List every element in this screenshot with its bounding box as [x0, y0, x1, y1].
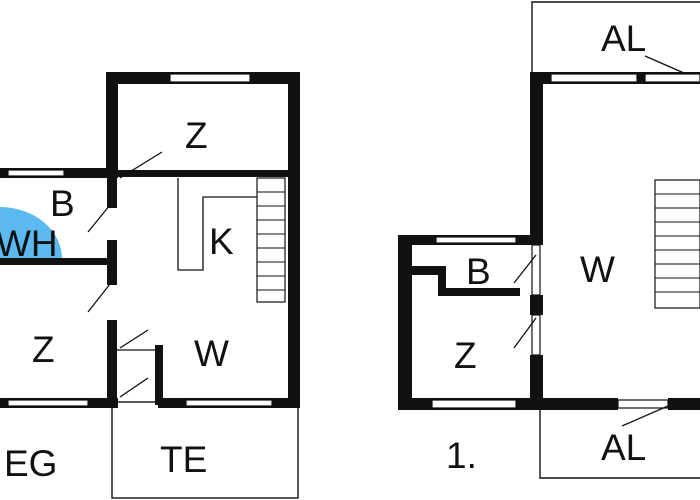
label-living-1: W	[580, 249, 615, 290]
wall-inner-c	[107, 320, 117, 408]
label-bath-1: B	[466, 251, 491, 292]
window-bath-1	[435, 236, 517, 244]
ground-floor-plan: Z B WH K Z W TE EG	[0, 72, 300, 499]
window-bedroom-1	[431, 399, 517, 409]
wall-living-left	[155, 345, 163, 405]
kitchen-counter	[177, 178, 258, 271]
label-bath: B	[50, 183, 75, 224]
door-bedroom	[119, 151, 163, 179]
door-living	[119, 329, 149, 349]
stairs-ground	[256, 177, 286, 303]
window-living-top	[550, 73, 638, 83]
label-balcony-bottom: AL	[601, 427, 646, 468]
label-ground-floor: EG	[4, 443, 57, 484]
door-terrace	[119, 377, 149, 398]
label-kitchen: K	[209, 221, 234, 262]
wall-left-upper	[106, 72, 118, 176]
stairs-first	[654, 179, 700, 309]
label-bedroom-1: Z	[454, 335, 477, 376]
label-bedroom-left: Z	[32, 329, 55, 370]
window-bedroom	[169, 73, 251, 83]
window-living	[185, 399, 273, 407]
window-bedroom-left	[7, 399, 89, 407]
door-balcony-bottom	[621, 405, 669, 427]
window-balcony-door	[644, 73, 700, 83]
wall-bottom-1b	[668, 398, 700, 410]
label-living: W	[194, 333, 229, 374]
door-bedroom-1	[513, 317, 537, 349]
window-balcony-bottom	[617, 399, 669, 409]
hall-highlight	[0, 207, 62, 259]
wall-ext-left	[398, 235, 412, 410]
wall-inner-a	[107, 178, 117, 208]
door-opening-bedroom	[531, 314, 541, 356]
wall-bath-divider-a	[412, 267, 446, 275]
door-opening-bath	[531, 244, 541, 296]
balcony-top-outline	[531, 1, 700, 74]
wall-right	[288, 72, 300, 408]
wall-bedroom-bottom	[118, 170, 288, 177]
wall-left-upper-1	[530, 72, 543, 238]
door-bedroom-left	[87, 283, 111, 313]
label-balcony-top: AL	[601, 18, 646, 59]
first-floor-plan: AL W B Z AL 1.	[398, 1, 700, 479]
label-first-floor: 1.	[446, 435, 477, 476]
window-bath	[7, 169, 65, 177]
door-bath-1	[513, 254, 537, 284]
wall-hall-bottom	[0, 258, 112, 265]
wall-bath-divider-b	[438, 288, 520, 296]
wall-left-mid-1	[530, 295, 543, 315]
label-hall: WH	[0, 223, 58, 264]
wall-left-lower-1	[530, 355, 543, 410]
label-bedroom-top: Z	[185, 115, 208, 156]
door-bath	[87, 204, 111, 233]
balcony-bottom-outline	[539, 408, 700, 479]
label-terrace: TE	[160, 439, 207, 480]
